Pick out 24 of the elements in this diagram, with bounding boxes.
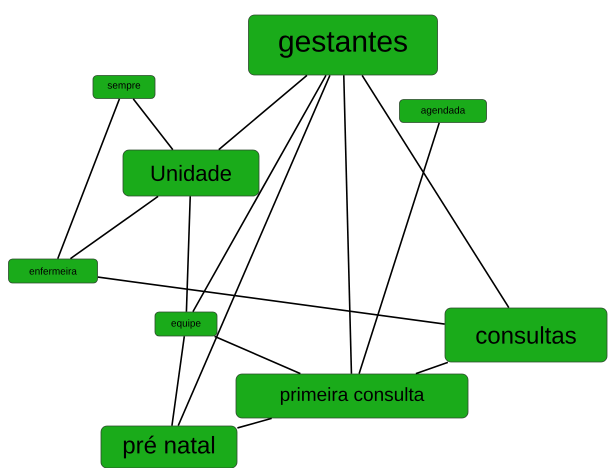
connector-line	[57, 98, 120, 259]
connector-line	[186, 196, 192, 312]
connector-line	[132, 98, 174, 150]
connector-line	[178, 75, 331, 426]
concept-box: primeira consulta	[236, 374, 468, 418]
concept-box: gestantes	[248, 14, 438, 76]
connector-line	[358, 122, 440, 374]
concept-box: sempre	[92, 75, 156, 99]
concept-box: pré natal	[100, 426, 238, 468]
connector-line	[361, 74, 510, 308]
concept-box: consultas	[444, 308, 608, 362]
concept-box: agendada	[399, 99, 487, 123]
connector-line	[192, 75, 327, 312]
connector-line	[214, 336, 301, 374]
concept-box: Unidade	[122, 150, 260, 196]
connector-line	[342, 75, 352, 374]
connector-line	[218, 74, 308, 150]
connector-line	[171, 336, 186, 426]
connector-line	[237, 418, 272, 429]
connector-line	[98, 276, 445, 325]
connector-line	[70, 196, 159, 260]
concept-box: enfermeira	[8, 258, 98, 284]
concept-box: equipe	[154, 312, 218, 336]
connector-line	[416, 362, 448, 374]
